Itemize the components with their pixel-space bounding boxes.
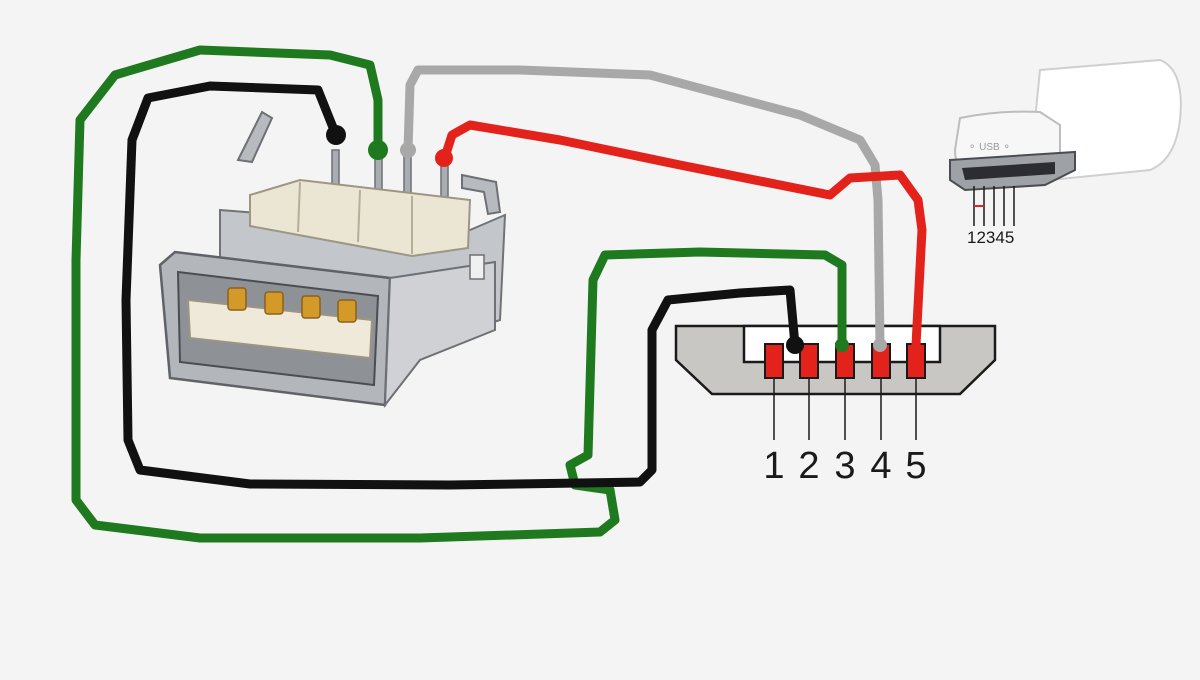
micro-usb-pin-2 (799, 343, 819, 379)
micro-usb-plug-leads (973, 186, 1015, 226)
pin-number-4: 4 (870, 445, 891, 487)
wire-gray-end (400, 142, 416, 158)
wire-green-end (368, 140, 388, 160)
micro-usb-pin-leads (773, 376, 917, 440)
svg-text:⚬ USB ⚬: ⚬ USB ⚬ (968, 142, 1011, 153)
wire-green (71, 45, 847, 543)
wire-gray (403, 65, 885, 350)
pin-number-1: 1 (763, 445, 784, 487)
wire-red-end (435, 149, 453, 167)
micro-usb-plug-icon: ⚬ USB ⚬ (949, 58, 1182, 192)
wire-black-end (326, 125, 346, 145)
wire-red (439, 120, 927, 350)
wire-black (121, 81, 800, 490)
pin-number-5: 5 (905, 445, 926, 487)
micro-usb-plug-label: 12345 (967, 228, 1014, 247)
pin-number-3: 3 (834, 445, 855, 487)
pin-number-2: 2 (798, 445, 819, 487)
wires (71, 45, 927, 543)
micro-usb-pin-1 (764, 343, 784, 379)
usb-a-female-connector-icon (158, 110, 507, 409)
